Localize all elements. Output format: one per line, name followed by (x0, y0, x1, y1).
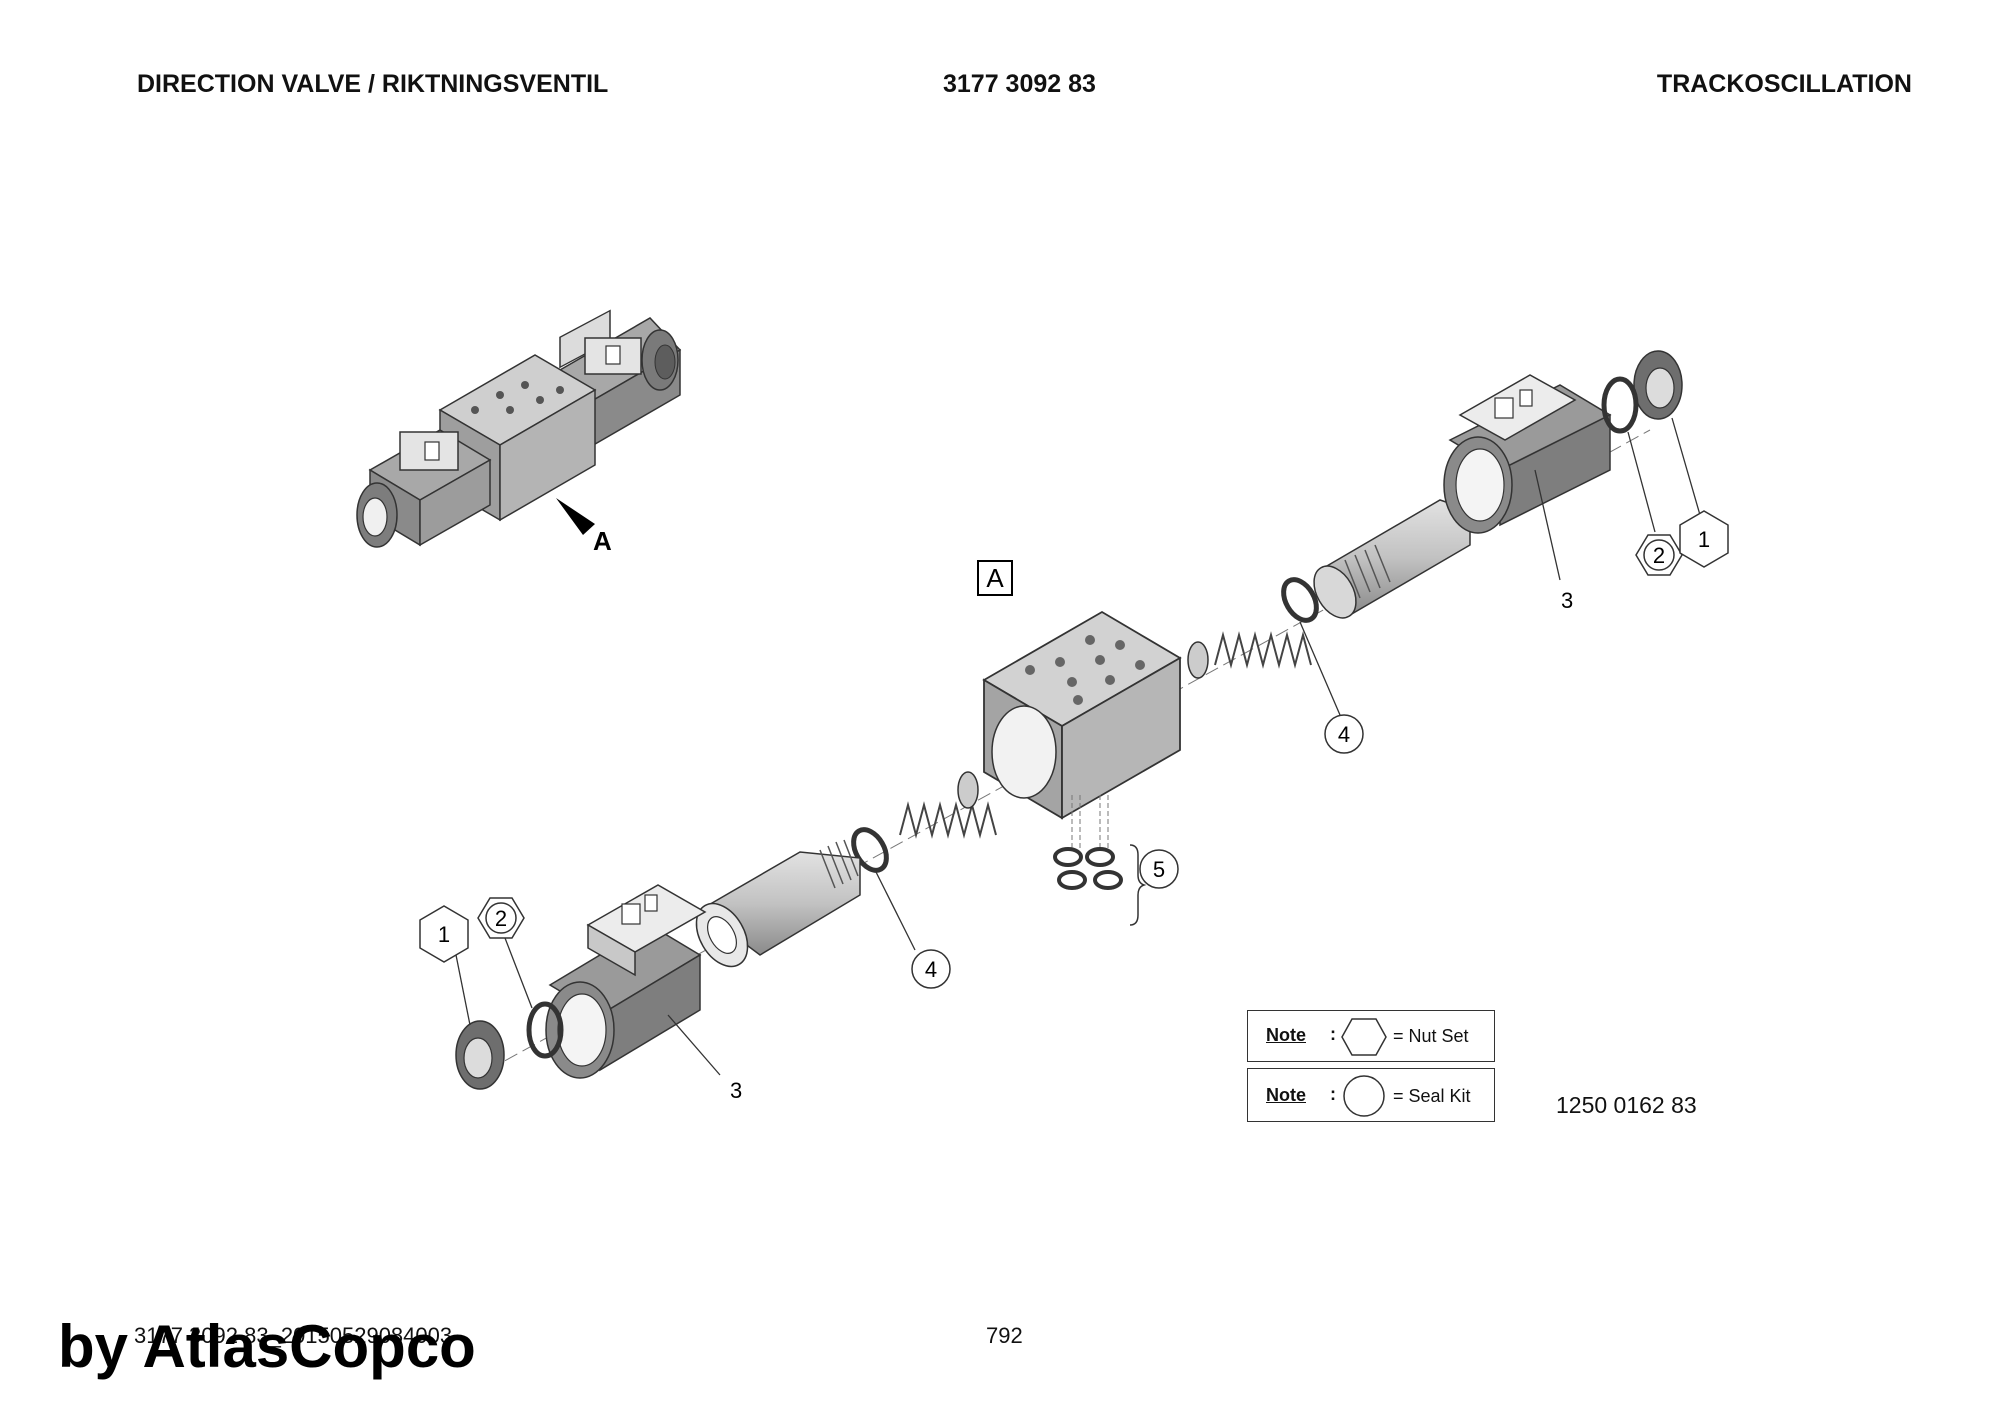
svg-text:2: 2 (495, 906, 507, 931)
svg-text:2: 2 (1653, 543, 1665, 568)
callout-seals: 5 (1139, 849, 1179, 889)
o-rings (851, 577, 1319, 873)
nut-left (455, 1020, 505, 1090)
callout-nut-left: 1 (419, 905, 469, 963)
detail-box (977, 560, 1013, 596)
svg-text:1: 1 (1698, 527, 1710, 552)
hexagon-icon (1341, 1018, 1387, 1056)
ring-right (1601, 376, 1639, 434)
callout-coil-left: 3 (730, 1078, 742, 1103)
legend-text-nut-set: = Nut Set (1393, 1026, 1469, 1046)
svg-text:5: 5 (1153, 857, 1165, 882)
legend-note-label: Note (1266, 1025, 1306, 1045)
callout-oring-left: 4 (911, 949, 951, 989)
section-name: TRACKOSCILLATION (1656, 70, 1912, 98)
seal-rings (1053, 844, 1147, 926)
nut-right (1633, 350, 1683, 420)
reference-number: 1250 0162 83 (1556, 1092, 1697, 1118)
page-title: DIRECTION VALVE / RIKTNINGSVENTIL (137, 70, 609, 98)
leader-lines (454, 417, 1701, 1076)
watermark: by AtlasCopco (58, 1313, 476, 1380)
svg-text:4: 4 (925, 957, 937, 982)
cartridge-right (1313, 499, 1471, 619)
page-number: 792 (986, 1323, 1023, 1348)
coil-left (545, 884, 707, 1079)
svg-text:1: 1 (438, 922, 450, 947)
legend-text-seal-kit: = Seal Kit (1393, 1086, 1471, 1106)
circle-icon (1343, 1075, 1385, 1117)
callout-nut-right: 1 (1679, 510, 1729, 568)
ring-left (526, 1001, 564, 1059)
overview-marker: A (593, 526, 612, 556)
cartridge-left (695, 839, 861, 968)
legend-note-label: Note (1266, 1085, 1306, 1105)
callout-coil-right: 3 (1561, 588, 1573, 613)
legend-seal-kit: Note : = Seal Kit (1247, 1068, 1495, 1122)
part-number: 3177 3092 83 (943, 70, 1096, 98)
callout-oring-right: 4 (1324, 714, 1364, 754)
assembled-valve-overview (356, 309, 682, 548)
svg-text:4: 4 (1338, 722, 1350, 747)
callout-ring-right: 2 (1635, 534, 1683, 576)
callout-ring-left: 2 (477, 897, 525, 939)
detail-box-label: A (986, 563, 1004, 593)
legend-nut-set: Note : = Nut Set (1247, 1010, 1495, 1062)
legend-note-colon: : (1330, 1024, 1336, 1044)
coil-right (1443, 374, 1612, 534)
legend-note-colon: : (1330, 1084, 1336, 1104)
valve-block (982, 610, 1182, 850)
springs (899, 631, 1312, 839)
footer-doc-id: 3177 3092 83_20150529084003 (134, 1323, 453, 1348)
